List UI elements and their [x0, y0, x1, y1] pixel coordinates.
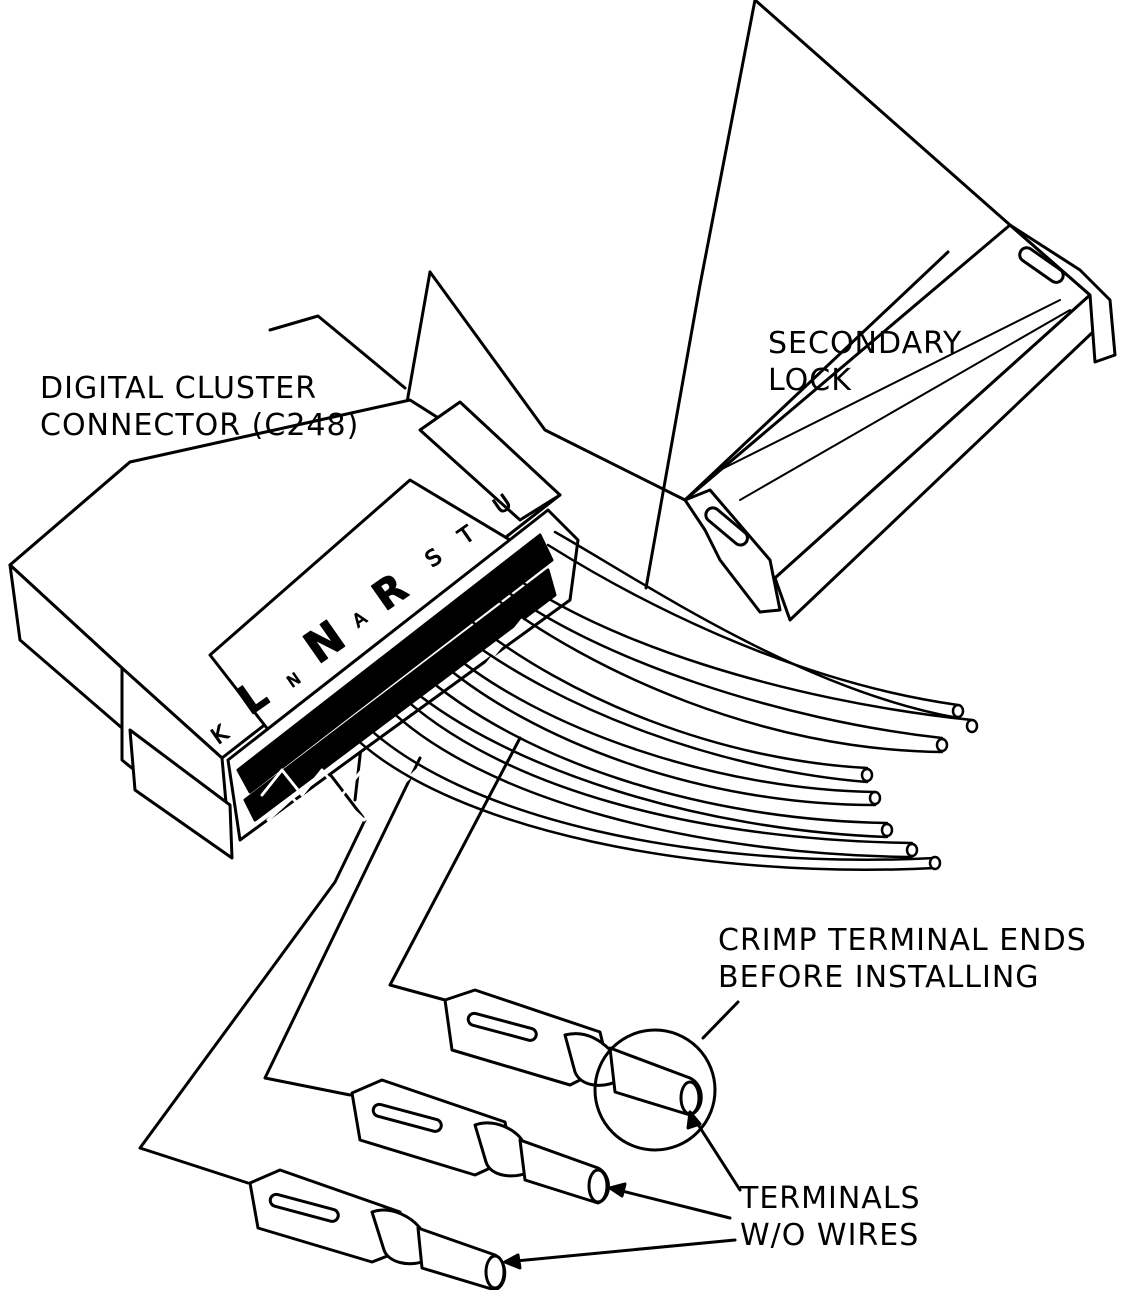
- secondary-lock-right-leader-line: [753, 0, 1012, 227]
- terminal-1: [443, 988, 703, 1117]
- connector-inner-leader-line-2: [428, 270, 687, 502]
- crimp-leader-line: [701, 1000, 740, 1040]
- connector-label-line2: CONNECTOR (C248): [40, 408, 360, 443]
- terminal-3: [248, 1168, 507, 1292]
- secondary-lock: [683, 223, 1117, 622]
- secondary-lock-label: SECONDARY LOCK: [768, 325, 962, 399]
- secondary-lock-label-line1: SECONDARY: [768, 326, 963, 361]
- terminals-label: TERMINALS W/O WIRES: [740, 1180, 921, 1254]
- crimp-instruction-line2: BEFORE INSTALLING: [718, 960, 1040, 995]
- terminal-2-barrel-end: [587, 1168, 609, 1204]
- terminal-2: [350, 1078, 610, 1205]
- terminal-1-slot: [466, 1011, 538, 1042]
- terminal-arrows: [503, 1110, 742, 1270]
- terminal-2-slot: [371, 1102, 443, 1133]
- terminals-label-line2: W/O WIRES: [740, 1218, 920, 1253]
- wire-bundle: [350, 530, 974, 871]
- connector-label-line1: DIGITAL CLUSTER: [40, 371, 318, 406]
- terminals-label-line1: TERMINALS: [740, 1181, 921, 1216]
- crimp-detail-circle: [593, 1028, 717, 1152]
- crimp-instruction-label: CRIMP TERMINAL ENDS BEFORE INSTALLING: [718, 922, 1087, 996]
- connector-top-leader-line: [268, 314, 407, 390]
- terminal-3-barrel-end: [484, 1254, 506, 1290]
- terminal-1-leader-line: [388, 736, 522, 1002]
- secondary-lock-slot-left: [704, 506, 749, 547]
- arrow-to-terminal-3: [503, 1238, 737, 1264]
- secondary-lock-slot-right: [1018, 246, 1065, 284]
- arrow-to-terminal-2: [608, 1186, 732, 1220]
- secondary-lock-label-leader-line: [683, 250, 950, 502]
- terminal-1-barrel-end: [679, 1080, 701, 1116]
- secondary-lock-right-tab: [1008, 223, 1117, 364]
- crimp-instruction-line1: CRIMP TERMINAL ENDS: [718, 923, 1087, 958]
- terminal-3-slot: [268, 1192, 340, 1223]
- wire-ends: [860, 703, 979, 871]
- secondary-lock-label-line2: LOCK: [768, 363, 852, 398]
- connector-label: DIGITAL CLUSTER CONNECTOR (C248): [40, 370, 359, 444]
- connector-lower-body: [128, 728, 234, 860]
- terminal-2-leader-line: [263, 756, 422, 1097]
- secondary-lock-big-leader-line: [644, 0, 757, 590]
- connector-top-block: [418, 400, 562, 522]
